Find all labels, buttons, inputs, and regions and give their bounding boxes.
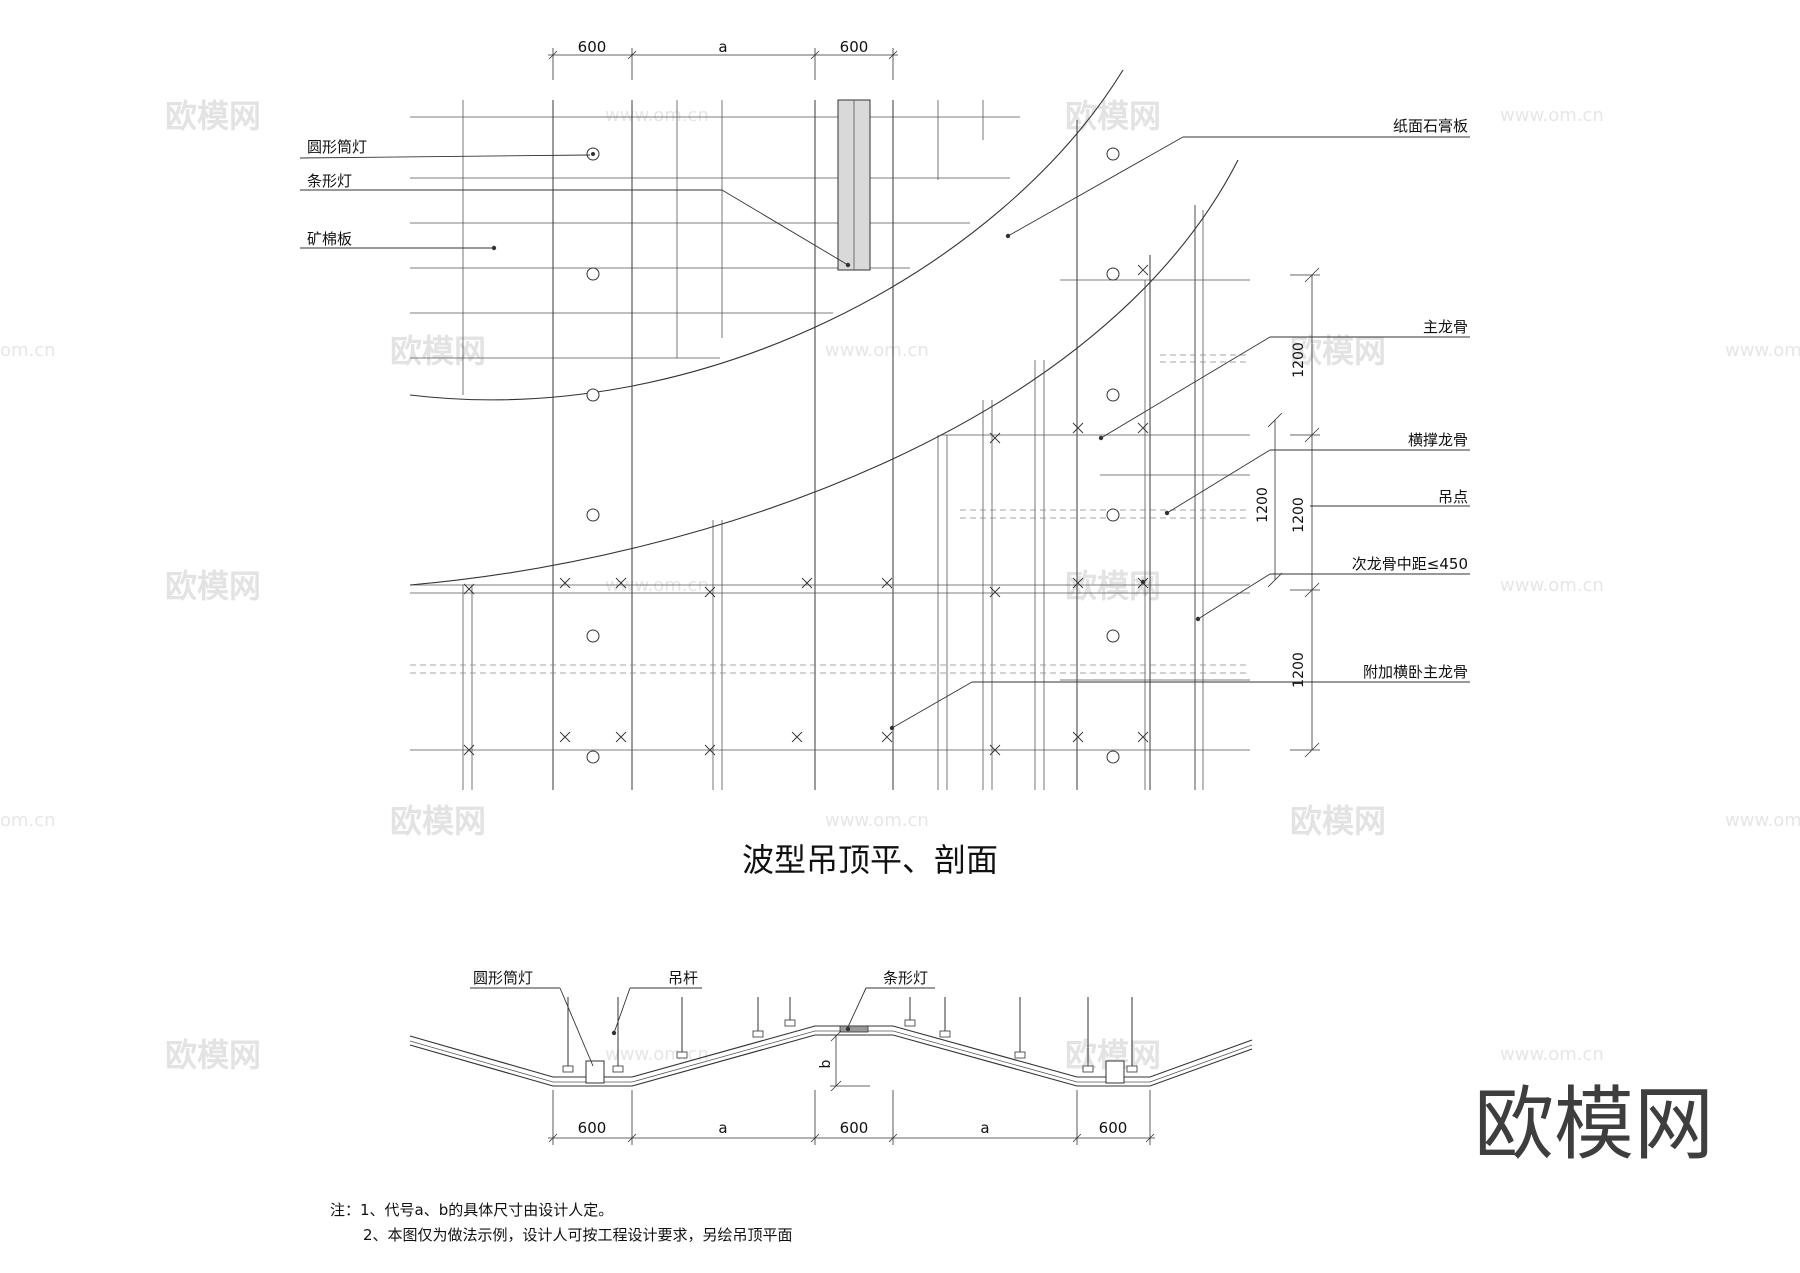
label-hanging-point: 吊点: [1438, 488, 1468, 506]
dim-label-a: a: [980, 1119, 989, 1137]
dim-label-600: 600: [578, 1119, 607, 1137]
watermark-url: www.om.cn: [1725, 810, 1800, 831]
plan-right-labels: 纸面石膏板 主龙骨 横撑龙骨 吊点 次龙骨中距≤450 附加横卧主龙骨: [889, 117, 1470, 731]
plan-dashed-lines: [410, 354, 1250, 674]
watermark-url: www.om.cn: [605, 575, 709, 596]
watermark-url: www.om.cn: [825, 810, 929, 831]
section-label-hanger-rod: 吊杆: [668, 969, 698, 987]
label-main-keel: 主龙骨: [1423, 318, 1468, 336]
section-label-strip-light: 条形灯: [883, 969, 928, 987]
drawing-title: 波型吊顶平、剖面: [742, 841, 998, 879]
section-labels: 圆形筒灯 吊杆 条形灯: [470, 969, 935, 1067]
plan-lower-framing: [410, 205, 1250, 790]
label-mineral-board: 矿棉板: [307, 230, 352, 248]
section-profile: b: [409, 997, 1253, 1092]
dim-label-600: 600: [840, 1119, 869, 1137]
label-round-downlight: 圆形筒灯: [307, 138, 367, 156]
watermark-url: www.om.cn: [605, 1044, 709, 1065]
dim-label-a: a: [718, 38, 727, 56]
dim-label-1200: 1200: [1291, 342, 1307, 378]
watermark-logo: 欧模网: [390, 332, 486, 370]
brand-watermark: 欧模网: [1474, 1078, 1714, 1171]
watermark-url: om.cn: [0, 810, 56, 831]
strip-light: [837, 99, 871, 271]
watermark-layer: 欧模网 www.om.cn 欧模网 www.om.cn om.cn 欧模网 ww…: [0, 97, 1800, 1074]
label-gypsum-board: 纸面石膏板: [1393, 117, 1468, 135]
plan-right-dimensions: 1200 1200 1200 1200: [1255, 267, 1320, 758]
dim-label-600: 600: [1099, 1119, 1128, 1137]
watermark-logo: 欧模网: [1290, 802, 1386, 840]
label-secondary-keel: 次龙骨中距≤450: [1352, 555, 1468, 573]
watermark-logo: 欧模网: [390, 802, 486, 840]
gypsum-board-curves: [409, 69, 1239, 586]
watermark-logo: 欧模网: [165, 1036, 261, 1074]
dim-label-1200: 1200: [1291, 652, 1307, 688]
watermark-url: www.om.cn: [1725, 340, 1800, 361]
label-cross-keel: 横撑龙骨: [1408, 431, 1468, 449]
dim-label-600: 600: [578, 38, 607, 56]
plan-vertical-lines: [552, 100, 1196, 790]
watermark-url: www.om.cn: [1500, 575, 1604, 596]
watermark-logo: 欧模网: [165, 567, 261, 605]
watermark-url: www.om.cn: [825, 340, 929, 361]
watermark-url: www.om.cn: [605, 105, 709, 126]
dim-label-1200: 1200: [1255, 487, 1271, 523]
dim-label-a: a: [718, 1119, 727, 1137]
plan-left-labels: 圆形筒灯 条形灯 矿棉板: [299, 138, 851, 268]
section-bottom-dimensions: 600 a 600 a 600: [548, 1090, 1155, 1145]
watermark-logo: 欧模网: [1065, 97, 1161, 135]
watermark-logo: 欧模网: [165, 97, 261, 135]
section-label-round-downlight: 圆形筒灯: [473, 969, 533, 987]
plan-top-dimensions: 600 a 600: [548, 38, 898, 80]
watermark-url: www.om.cn: [1500, 1044, 1604, 1065]
watermark-logo: 欧模网: [1290, 332, 1386, 370]
label-strip-light: 条形灯: [307, 172, 352, 190]
dim-label-1200: 1200: [1291, 497, 1307, 533]
watermark-url: om.cn: [0, 340, 56, 361]
dim-label-600: 600: [840, 38, 869, 56]
note-line-1: 注：1、代号a、b的具体尺寸由设计人定。: [330, 1201, 614, 1219]
note-line-2: 2、本图仅为做法示例，设计人可按工程设计要求，另绘吊顶平面: [363, 1226, 793, 1244]
hanging-point-crosses: [463, 264, 1149, 756]
dim-label-b: b: [818, 1059, 834, 1068]
label-added-main-keel: 附加横卧主龙骨: [1363, 663, 1468, 681]
round-downlights: [586, 147, 1120, 764]
watermark-url: www.om.cn: [1500, 105, 1604, 126]
